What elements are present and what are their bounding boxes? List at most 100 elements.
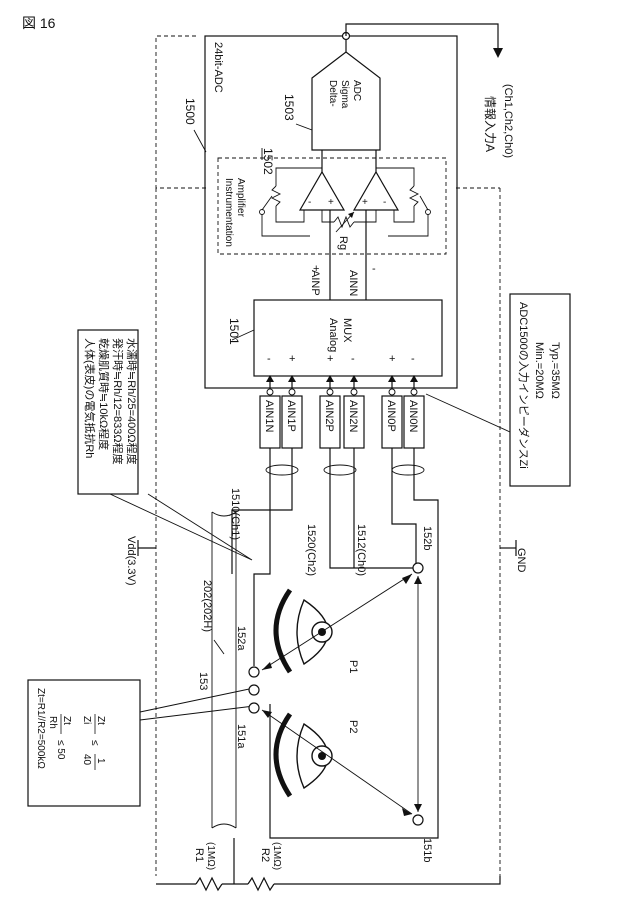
formula-frac2-num: Zt — [95, 716, 106, 725]
rg-label: Rg — [337, 236, 349, 250]
pin-label-ain2n: AIN2N — [347, 400, 359, 432]
adc-bits-label: 24bit-ADC — [212, 42, 224, 93]
opamp-left-minus: - — [308, 197, 311, 208]
pin-label-ain0p: AIN0P — [385, 400, 397, 432]
formula-frac2-op: ≤ — [89, 740, 100, 746]
label-152a: 152a — [235, 626, 247, 651]
wire-ain1n — [254, 448, 270, 666]
formula-line-1: Zt=R1//R2=500kΩ — [35, 688, 46, 769]
device-leader — [214, 640, 224, 654]
electrode-152a — [249, 667, 259, 677]
svg-text:R1: R1 — [193, 848, 205, 862]
potential-arrow-p1-head-b-icon — [402, 574, 412, 584]
mux-pin-sign-plus: + — [289, 353, 295, 365]
mux-pin-node-ain1n — [267, 389, 273, 395]
wire-ain2p — [330, 448, 418, 568]
mux-pin-sign-plus: + — [327, 353, 333, 365]
label-151b: 151b — [421, 838, 433, 862]
device-outline-top — [156, 36, 208, 188]
impedance-leader — [426, 394, 510, 432]
potential-arrow-p1 — [262, 574, 412, 670]
electrode-151b — [413, 815, 423, 825]
ainp-label: AINP — [309, 270, 321, 296]
pin-label-ain1n: AIN1N — [263, 400, 275, 432]
output-label: 情報入力A — [483, 96, 497, 152]
potential-arrow-p2 — [262, 710, 412, 814]
skin-note-line-4: 水濡時≒Rh/25=400Ω程度 — [125, 338, 139, 465]
potential-arrow-p1-head-a-icon — [262, 662, 272, 670]
formula-frac1-rhs: ≤ 50 — [55, 740, 66, 760]
mux-pin-sign-minus: - — [351, 353, 355, 365]
gnd-label: GND — [515, 548, 527, 573]
pin-label-ain0n: AIN0N — [407, 400, 419, 432]
cable-twist-ch2 — [324, 465, 356, 475]
r2-label: R2 (1MΩ) — [259, 842, 282, 870]
ainn-minus: - — [372, 263, 376, 275]
svg-text:Sigma: Sigma — [339, 80, 350, 109]
formula-frac2-rhs-num: 1 — [95, 758, 106, 764]
pin-label-ain2p: AIN2P — [323, 400, 335, 432]
potential-arrow-p2-head-b-icon — [402, 808, 412, 816]
ainn-label: AINN — [347, 270, 359, 296]
formula-frac2-rhs-den: 40 — [81, 754, 92, 766]
svg-text:(1MΩ): (1MΩ) — [271, 842, 282, 870]
label-151a: 151a — [235, 724, 247, 749]
r1-label: R1 (1MΩ) — [193, 842, 216, 870]
electrode-153 — [249, 685, 259, 695]
potential-arrow-v-head-a-icon — [414, 576, 422, 584]
svg-text:Instrumentation: Instrumentation — [223, 178, 234, 247]
eye-p2-label: P2 — [347, 720, 359, 733]
adc-ref-label: 1500 — [183, 98, 197, 125]
figure-label: 図 16 — [22, 15, 56, 31]
output-arrow-icon — [493, 48, 503, 58]
eye-p2-icon — [276, 714, 332, 796]
label-153: 153 — [197, 672, 209, 690]
cable-twist-ch0 — [392, 465, 424, 475]
electrode-151a — [249, 703, 259, 713]
pin-label-ain1p: AIN1P — [285, 400, 297, 432]
svg-text:(1MΩ): (1MΩ) — [205, 842, 216, 870]
opamp-right-minus: - — [383, 197, 386, 208]
mux-pin-sign-plus: + — [389, 353, 395, 365]
svg-text:MUX: MUX — [341, 318, 353, 343]
mux-pin-node-ain2p — [327, 389, 333, 395]
impedance-note-line-1: ADC1500の入力インピーダンスZi — [517, 302, 531, 469]
formula-frac1-den: Rh — [47, 716, 58, 729]
label-152b: 152b — [421, 526, 433, 550]
skin-note-line-1: 人体(表皮)の電気抵抗Rh — [83, 338, 97, 458]
formula-frac2-den: Zi — [81, 716, 92, 724]
mux-pin-node-ain0n — [411, 389, 417, 395]
switch-left-icon — [260, 210, 265, 215]
opamp-right-plus: + — [362, 197, 368, 208]
channel-label-ch2: 1520(Ch2) — [305, 524, 317, 576]
wire-ain0p — [392, 448, 416, 568]
eye-p1-label: P1 — [347, 660, 359, 673]
switch-right-icon — [426, 210, 431, 215]
mux-pin-sign-minus: - — [267, 353, 271, 365]
mux-pin-node-ain2n — [351, 389, 357, 395]
mux-pin-sign-minus: - — [411, 353, 415, 365]
potential-arrow-v-head-b-icon — [414, 804, 422, 812]
output-sub-label: (Ch1,Ch2,Ch0) — [502, 84, 514, 158]
adc-ref-leader — [194, 130, 206, 152]
svg-text:Amplifier: Amplifier — [235, 178, 246, 218]
svg-text:Delta-: Delta- — [327, 80, 338, 107]
skin-note-line-2: 乾燥肌質時≒10kΩ程度 — [97, 338, 111, 450]
impedance-note-line-3: Typ.=35MΩ — [549, 342, 561, 399]
formula-frac1-num: Zt — [61, 716, 72, 725]
mux-pin-node-ain0p — [389, 389, 395, 395]
svg-text:Analog: Analog — [327, 318, 339, 352]
r2-resistor-icon — [248, 878, 274, 890]
electrode-152b — [413, 563, 423, 573]
delta-sigma-ref: 1503 — [282, 94, 296, 121]
channel-label-ch1: 1510(Ch1) — [229, 488, 241, 540]
r1-resistor-icon — [196, 878, 222, 890]
impedance-note-line-2: Min.=20MΩ — [533, 342, 545, 399]
vdd-label: Vdd(3.3V) — [125, 536, 137, 586]
opamp-left-plus: + — [328, 197, 334, 208]
cable-twist-ch1 — [266, 465, 298, 475]
pin-box-group: AIN1N AIN1P AIN2P AIN2N AIN0P AIN0N — [260, 396, 424, 448]
skin-note-line-3: 発汗時≒Rh/12=833Ω程度 — [111, 338, 125, 465]
